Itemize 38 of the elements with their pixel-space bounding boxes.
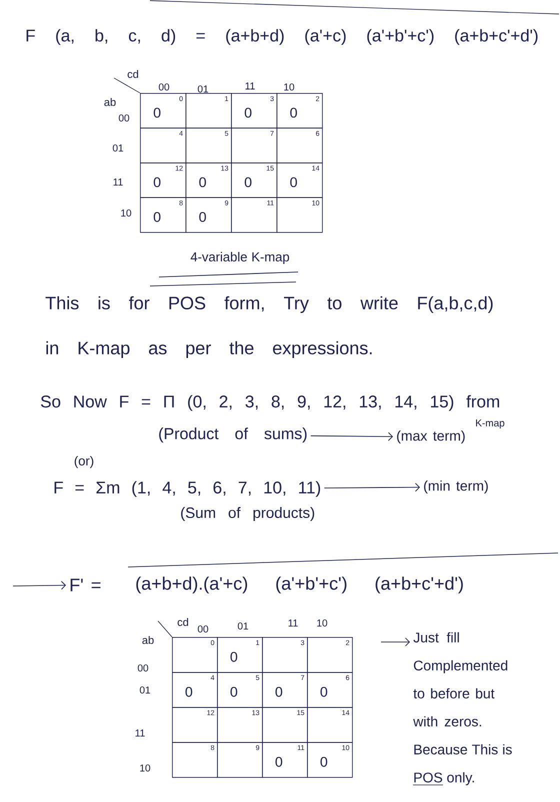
column-header: 10 — [317, 619, 328, 627]
formula: F = Σm (1, 4, 5, 6, 7, 10, 11) — [54, 481, 320, 497]
column-header: 11 — [288, 620, 298, 626]
column-header: 10 — [284, 83, 294, 91]
variable-label: cd — [128, 70, 138, 78]
annotation: (min term) — [424, 480, 488, 494]
annotation: (Sum of products) — [181, 507, 314, 521]
formula: So Now F = Π (0, 2, 3, 8, 9, 12, 13, 14, 15) from — [40, 395, 500, 411]
row-header: 11 — [114, 178, 123, 186]
column-header: 11 — [246, 82, 255, 90]
arrow — [310, 432, 393, 441]
caption: 4-variable K-map — [190, 252, 290, 264]
annotation: (Product of sums) — [159, 428, 307, 442]
column-header: 00 — [198, 625, 208, 633]
arrow — [12, 580, 66, 590]
formula: (a+b+d).(a'+c) (a'+b'+c') (a+b+c'+d') — [136, 576, 463, 594]
paragraph: This is for POS form, Try to write F(a,b,c,d) in K-map as per the expressions. — [46, 296, 493, 358]
formula: F' = — [70, 578, 100, 592]
row-header: 00 — [138, 664, 148, 672]
row-header: 11 — [136, 730, 145, 736]
variable-label: cd — [178, 618, 188, 626]
column-header: 01 — [238, 622, 248, 630]
annotation: (or) — [74, 456, 94, 468]
formula: F (a, b, c, d) = (a+b+d) (a'+c) (a'+b'+c') (a+b+c'+d') — [26, 29, 538, 45]
annotation: (max term) — [397, 430, 465, 444]
column-header: 01 — [198, 85, 208, 93]
row-header: 01 — [140, 686, 150, 694]
arrow — [324, 482, 420, 492]
annotation: K-map — [476, 420, 504, 428]
row-header: 01 — [112, 144, 124, 152]
row-header: 10 — [140, 764, 150, 772]
column-header: 00 — [158, 83, 170, 91]
variable-label: ab — [104, 98, 116, 106]
paragraph: Just fill Complemented to before but with zeros. Because This is POS only. — [413, 632, 512, 786]
row-header: 10 — [121, 209, 132, 217]
arrow — [380, 638, 410, 646]
row-header: 00 — [118, 114, 130, 122]
variable-label: ab — [142, 636, 154, 644]
